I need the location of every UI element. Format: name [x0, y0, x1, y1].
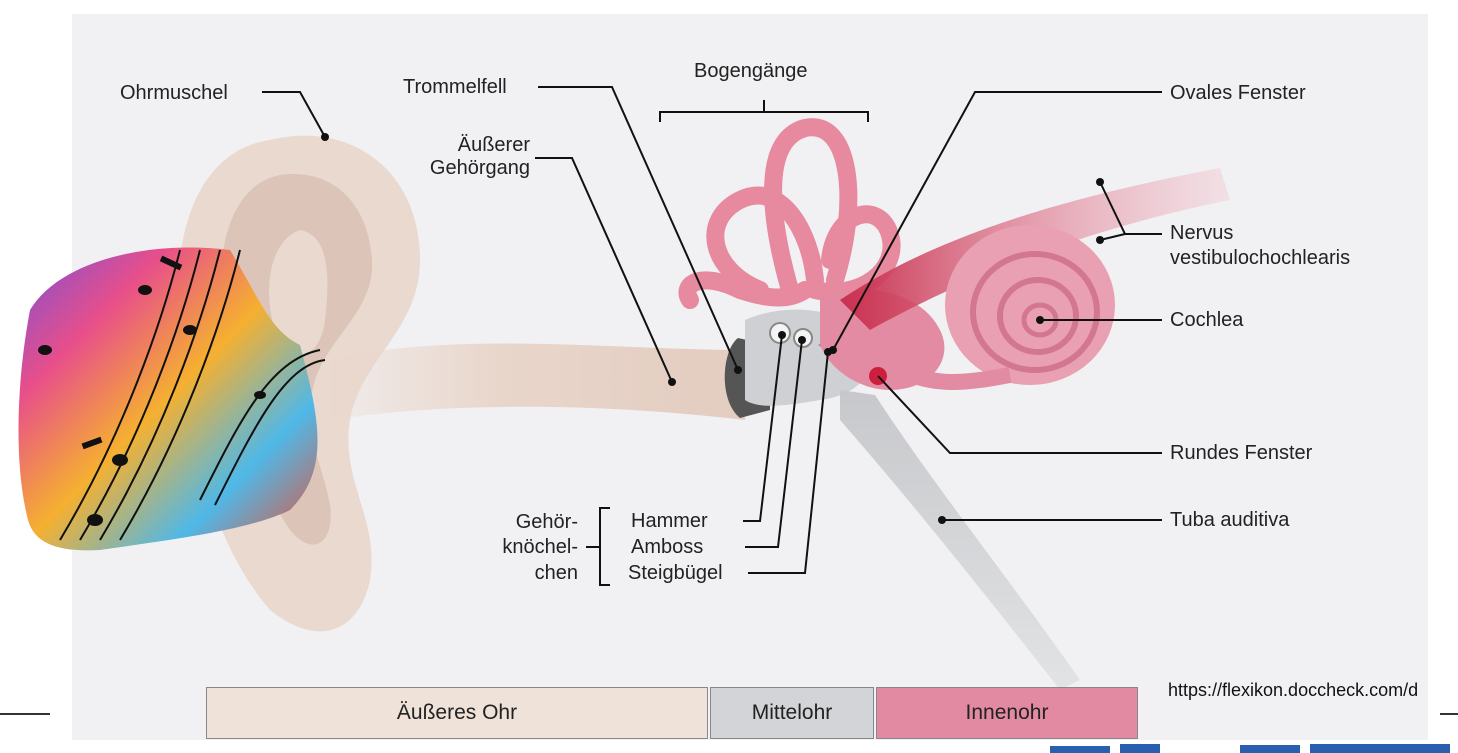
source-url: https://flexikon.doccheck.com/d: [1168, 680, 1419, 700]
label-rundes-fenster: Rundes Fenster: [1170, 442, 1313, 464]
label-ohrmuschel: Ohrmuschel: [120, 82, 228, 104]
slide-rule-left: [0, 713, 50, 715]
label-aeusserer-gehoergang-line1: Äußerer: [457, 134, 530, 156]
label-amboss: Amboss: [631, 536, 704, 558]
label-gehoerknoechelchen-line3: chen: [534, 562, 578, 584]
semicircular-canals-shape: [678, 118, 901, 309]
label-nervus-line1: Nervus: [1170, 222, 1234, 244]
label-aeusserer-gehoergang-line2: Gehörgang: [429, 157, 530, 179]
label-gehoerknoechelchen-line2: knöchel-: [502, 536, 578, 558]
label-gehoerknoechelchen-line1: Gehör-: [515, 511, 578, 533]
legend-inner-ear: Innenohr: [876, 687, 1138, 739]
label-steigbuegel: Steigbügel: [628, 562, 723, 584]
legend-middle-ear: Mittelohr: [710, 687, 874, 739]
legend-outer-ear: Äußeres Ohr: [206, 687, 708, 739]
vestibule-shape: [820, 290, 945, 390]
logo-fragment: [1050, 744, 1450, 753]
leader-lines: [262, 86, 1162, 586]
cochlea-shape: [896, 225, 1115, 390]
label-nervus-line2: vestibulochochlearis: [1170, 247, 1351, 269]
music-notes-image: [18, 247, 326, 551]
label-bogengaenge: Bogengänge: [694, 60, 808, 82]
label-trommelfell: Trommelfell: [403, 76, 507, 98]
ear-canal-shape: [330, 343, 745, 420]
eustachian-tube-shape: [840, 390, 1080, 690]
label-ovales-fenster: Ovales Fenster: [1170, 82, 1306, 104]
slide-rule-right: [1440, 713, 1458, 715]
label-cochlea: Cochlea: [1170, 309, 1244, 331]
label-tuba-auditiva: Tuba auditiva: [1170, 509, 1290, 531]
leader-dots: [321, 133, 1104, 524]
label-hammer: Hammer: [631, 510, 708, 532]
